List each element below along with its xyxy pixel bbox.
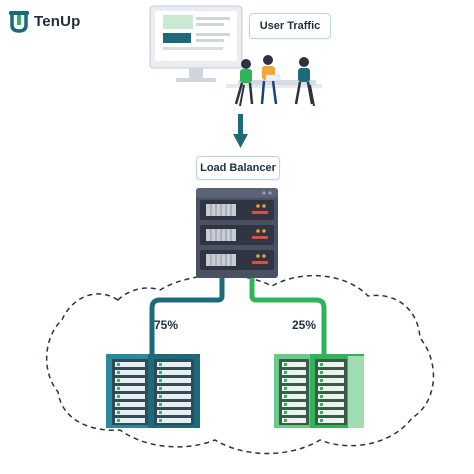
traffic-arrow-icon [233, 114, 248, 148]
network-cloud-boundary [45, 274, 435, 455]
load-balancer-server [196, 188, 278, 278]
left-traffic-percent: 75% [154, 318, 179, 332]
right-connection-line [249, 278, 327, 356]
right-server-cluster [274, 354, 364, 428]
right-traffic-percent: 25% [292, 318, 317, 332]
team-meeting-illustration [226, 55, 322, 107]
tenup-logo: TenUp [8, 8, 81, 34]
tenup-logo-icon [9, 11, 29, 33]
monitor-icon [149, 5, 243, 82]
load-balancer-label: Load Balancer [196, 156, 280, 180]
user-traffic-label: User Traffic [249, 13, 331, 39]
left-server-cluster [106, 354, 200, 428]
brand-name: TenUp [34, 12, 81, 30]
left-connection-line [149, 278, 225, 356]
